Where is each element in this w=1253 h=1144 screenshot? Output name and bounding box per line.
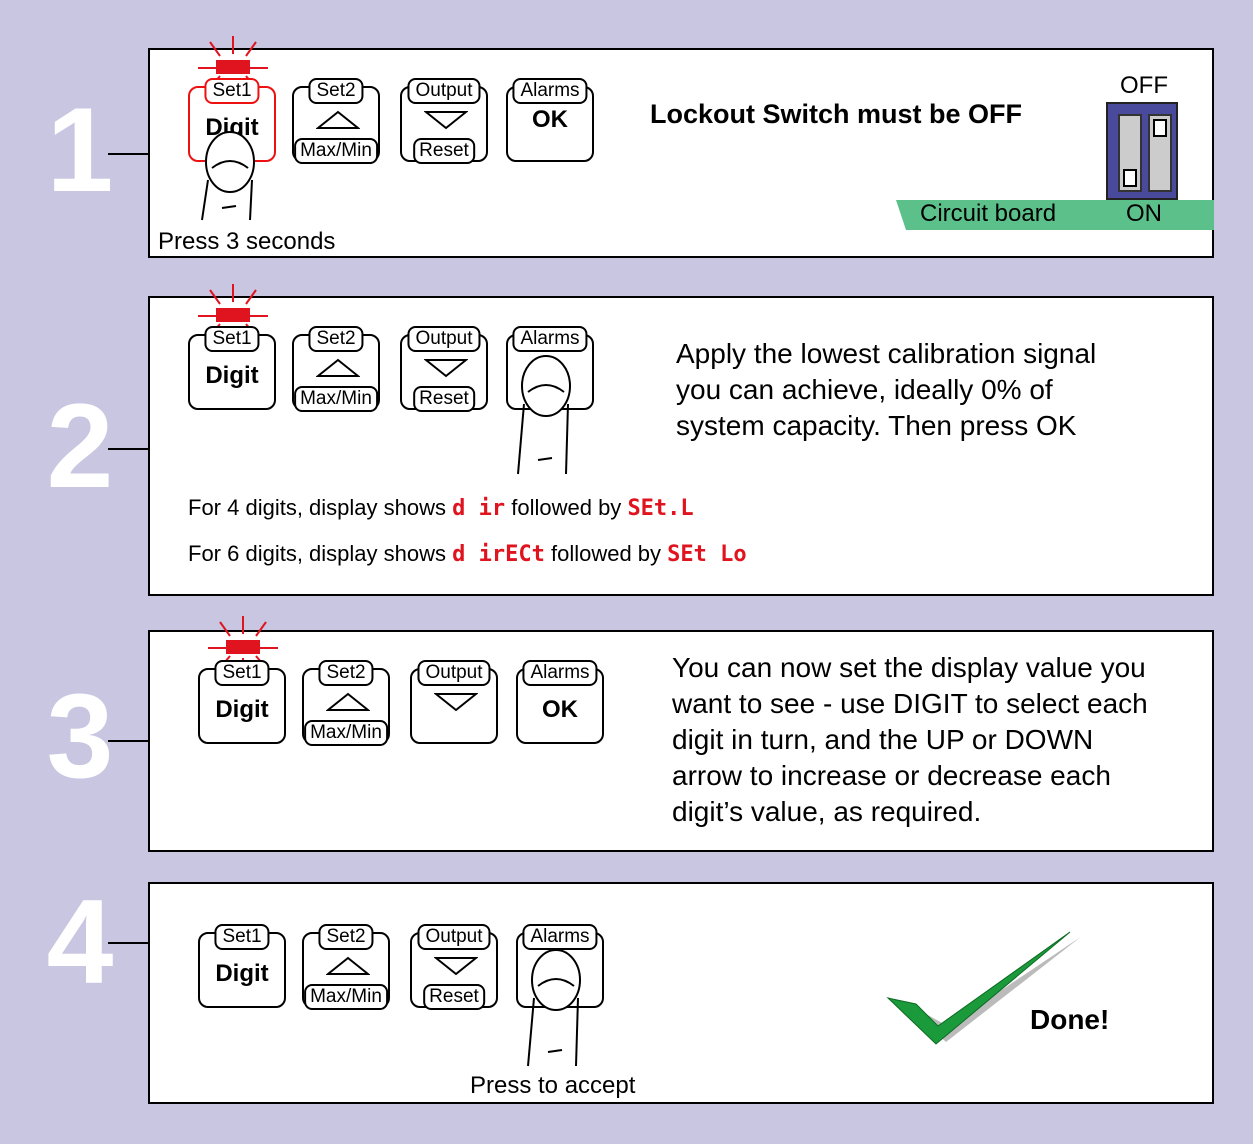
step-number-2: 2 <box>46 379 114 513</box>
step-4-panel: Set1 Digit Set2 Max/Min Output Reset Ala… <box>148 882 1214 1104</box>
set1-label: Set1 <box>214 924 270 950</box>
ok-button[interactable]: Alarms OK <box>506 78 594 162</box>
up-button[interactable]: Set2 Max/Min <box>302 924 390 1010</box>
set1-label: Set1 <box>214 660 270 686</box>
ok-label: OK <box>542 696 578 723</box>
done-label: Done! <box>1030 1004 1110 1035</box>
digit-button[interactable]: Set1 Digit <box>198 924 286 1008</box>
digits-6-prefix: For 6 digits, display shows <box>188 541 446 566</box>
finger-press-icon <box>201 131 255 221</box>
reset-label: Reset <box>413 386 475 412</box>
display-code-direct: d irECt <box>452 542 545 567</box>
max-min-label: Max/Min <box>294 386 378 412</box>
switch-off-label: OFF <box>1120 72 1168 99</box>
digits-6-mid: followed by <box>550 541 662 566</box>
finger-press-icon <box>527 949 581 1067</box>
step-2-instruction-line-1: Apply the lowest calibration signal <box>676 338 1097 369</box>
digit-button[interactable]: Set1 Digit <box>188 326 276 410</box>
alarms-label: Alarms <box>512 326 588 352</box>
output-label: Output <box>407 326 481 352</box>
step-number-1: 1 <box>46 83 114 217</box>
output-label: Output <box>417 924 491 950</box>
step-connector-3 <box>108 740 148 742</box>
set1-label: Set1 <box>204 78 260 104</box>
finger-press-icon <box>517 355 571 475</box>
display-code-setl: SEt.L <box>627 496 694 521</box>
up-arrow-icon <box>316 110 360 129</box>
up-arrow-icon <box>316 358 360 377</box>
switch-knob-left <box>1123 169 1137 187</box>
display-code-dir: d ir <box>452 496 506 521</box>
ok-button[interactable]: Alarms OK <box>516 660 604 744</box>
down-button[interactable]: Output Reset <box>410 924 498 1010</box>
step-3-instruction-line-5: digit’s value, as required. <box>672 796 982 827</box>
display-code-setlo: SEt Lo <box>667 542 747 567</box>
switch-slot-right <box>1148 114 1172 192</box>
step-2-instruction-line-3: system capacity. Then press OK <box>676 410 1077 441</box>
step-number-3: 3 <box>46 669 114 803</box>
alarms-label: Alarms <box>512 78 588 104</box>
digit-label: Digit <box>215 960 269 987</box>
led-blink-icon <box>208 616 278 670</box>
digits-4-prefix: For 4 digits, display shows <box>188 495 446 520</box>
switch-on-label: ON <box>1126 200 1162 227</box>
max-min-label: Max/Min <box>304 720 388 746</box>
ok-label: OK <box>532 106 568 133</box>
digits-4-line: For 4 digits, display shows d ir followe… <box>188 490 694 527</box>
step-connector-2 <box>108 448 148 450</box>
alarms-label: Alarms <box>522 660 598 686</box>
switch-knob-right <box>1153 119 1167 137</box>
set2-label: Set2 <box>318 660 374 686</box>
output-label: Output <box>407 78 481 104</box>
down-arrow-icon <box>434 957 478 976</box>
down-button[interactable]: Output <box>410 660 498 744</box>
down-arrow-icon <box>424 111 468 130</box>
output-label: Output <box>417 660 491 686</box>
step-3-instruction-line-1: You can now set the display value you <box>672 652 1146 683</box>
step-number-4: 4 <box>46 875 114 1009</box>
press-note: Press 3 seconds <box>158 228 336 255</box>
circuit-board <box>896 200 1214 230</box>
digits-6-line: For 6 digits, display shows d irECt foll… <box>188 536 747 573</box>
step-connector-4 <box>108 942 148 944</box>
max-min-label: Max/Min <box>304 984 388 1010</box>
lockout-switch[interactable] <box>1106 102 1178 200</box>
digits-4-mid: followed by <box>511 495 622 520</box>
up-button[interactable]: Set2 Max/Min <box>302 660 390 746</box>
step-connector-1 <box>108 153 148 155</box>
switch-slot-left <box>1118 114 1142 192</box>
step-3-instruction-line-3: digit in turn, and the UP or DOWN <box>672 724 1094 755</box>
step-3-instruction-line-2: want to see - use DIGIT to select each <box>672 688 1148 719</box>
set2-label: Set2 <box>308 326 364 352</box>
checkmark-icon <box>886 931 1080 1045</box>
digit-button[interactable]: Set1 Digit <box>198 660 286 744</box>
down-button[interactable]: Output Reset <box>400 326 488 412</box>
up-arrow-icon <box>326 956 370 975</box>
up-button[interactable]: Set2 Max/Min <box>292 78 380 164</box>
down-arrow-icon <box>434 693 478 712</box>
digit-label: Digit <box>215 696 269 723</box>
up-arrow-icon <box>326 692 370 711</box>
up-button[interactable]: Set2 Max/Min <box>292 326 380 412</box>
set2-label: Set2 <box>308 78 364 104</box>
step-3-instruction-line-4: arrow to increase or decrease each <box>672 760 1111 791</box>
lockout-instruction: Lockout Switch must be OFF <box>650 99 1023 129</box>
alarms-label: Alarms <box>522 924 598 950</box>
press-to-accept-note: Press to accept <box>470 1072 636 1099</box>
circuit-board-label: Circuit board <box>920 200 1057 227</box>
set2-label: Set2 <box>318 924 374 950</box>
step-3-panel: Set1 Digit Set2 Max/Min Output Alarms OK… <box>148 616 1214 852</box>
reset-label: Reset <box>423 984 485 1010</box>
down-button[interactable]: Output Reset <box>400 78 488 164</box>
set1-label: Set1 <box>204 326 260 352</box>
reset-label: Reset <box>413 138 475 164</box>
down-arrow-icon <box>424 359 468 378</box>
max-min-label: Max/Min <box>294 138 378 164</box>
step-2-instruction-line-2: you can achieve, ideally 0% of <box>676 374 1053 405</box>
step-1-panel: Set1 Digit Set2 Max/Min Output Reset Ala… <box>148 36 1214 258</box>
digit-label: Digit <box>205 362 259 389</box>
step-2-panel: Set1 Digit Set2 Max/Min Output Reset Ala… <box>148 284 1214 596</box>
